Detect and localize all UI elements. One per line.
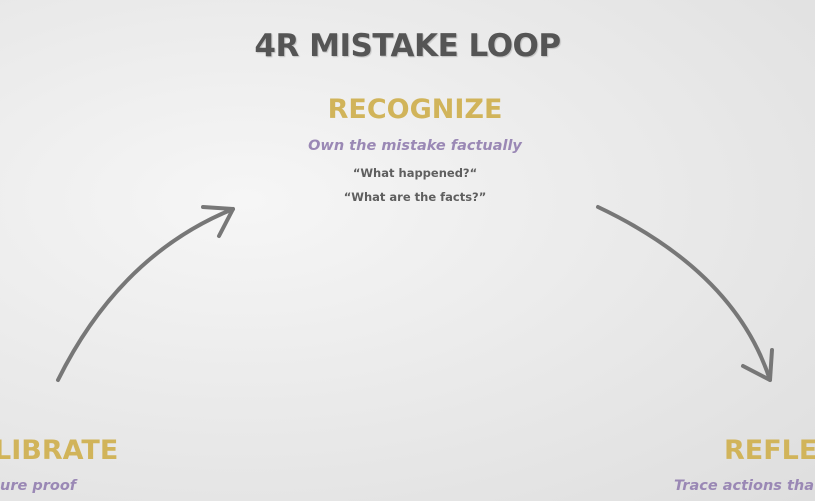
arrow-head-recognize (201, 205, 235, 238)
stage-reflect-subtitle: Trace actions tha (674, 478, 814, 494)
arrow-recalibrate-to-recognize (56, 207, 235, 382)
arrow-head-reflect (741, 348, 774, 382)
arrow-recognize-to-reflect (596, 205, 772, 382)
stage-recognize-question-1: “What happened?“ (352, 166, 478, 180)
diagram-title: 4R MISTAKE LOOP (254, 28, 561, 64)
stage-reflect-title: REFLE (724, 435, 815, 466)
stage-recognize-title: RECOGNIZE (327, 94, 503, 125)
stage-recalibrate-subtitle: ure proof (0, 478, 77, 494)
stage-recognize-question-2: “What are the facts?” (343, 190, 487, 204)
stage-recalibrate-title: LIBRATE (0, 435, 119, 466)
stage-recognize-subtitle: Own the mistake factually (308, 138, 522, 154)
